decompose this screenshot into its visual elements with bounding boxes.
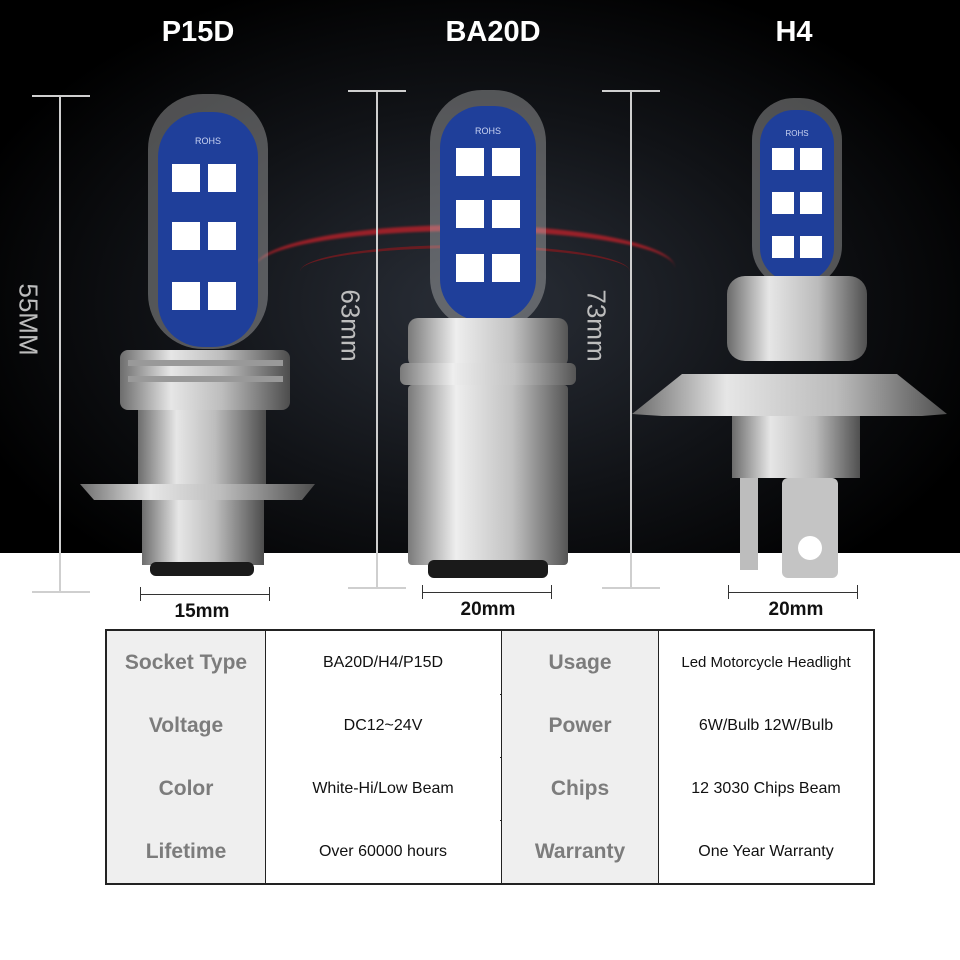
spec-value: Over 60000 hours [266,820,500,883]
spec-row: Voltage DC12~24V Power 6W/Bulb 12W/Bulb [107,694,873,758]
spec-value: BA20D/H4/P15D [266,631,500,694]
bulb-title-p15d: P15D [161,16,235,48]
width-tick-right-p15d [269,587,270,601]
column-divider [265,631,266,883]
spec-key: Lifetime [107,820,265,883]
height-line-bottom-ba20d [348,587,406,589]
spec-row: Color White-Hi/Low Beam Chips 12 3030 Ch… [107,757,873,821]
spec-value: 12 3030 Chips Beam [659,757,873,820]
height-label-ba20d: 63mm [335,289,366,362]
rohs-mark: ROHS [785,129,808,138]
ba20d-bulb-image: ROHS [400,90,576,578]
spec-value: One Year Warranty [659,820,873,883]
h4-bulb-image: ROHS [632,98,947,578]
spec-value: DC12~24V [266,694,500,757]
spec-key: Socket Type [107,631,265,694]
width-tick-right-h4 [857,585,858,599]
spec-key: Power [502,694,658,757]
height-line-top-p15d [32,95,90,97]
height-line-bottom-p15d [32,591,90,593]
width-tick-left-p15d [140,587,141,601]
column-divider [501,631,502,883]
spec-row: Lifetime Over 60000 hours Warranty One Y… [107,820,873,884]
height-label-p15d: 55MM [13,283,44,356]
spec-value: Led Motorcycle Headlight [659,631,873,694]
width-line-p15d [140,594,270,595]
spec-value: White-Hi/Low Beam [266,757,500,820]
spec-key: Usage [502,631,658,694]
width-label-ba20d: 20mm [460,599,516,620]
spec-row: Socket Type BA20D/H4/P15D Usage Led Moto… [107,631,873,695]
width-label-p15d: 15mm [174,601,230,622]
spec-value: 6W/Bulb 12W/Bulb [659,694,873,757]
rohs-mark: ROHS [475,126,501,136]
height-label-h4: 73mm [581,289,612,362]
bulb-title-ba20d: BA20D [445,16,541,48]
rohs-mark: ROHS [195,136,221,146]
width-line-h4 [728,592,858,593]
height-line-p15d [59,95,61,592]
spec-key: Color [107,757,265,820]
height-line-h4 [630,90,632,588]
bulb-title-h4: H4 [775,16,813,48]
spec-key: Warranty [502,820,658,883]
spec-table: Socket Type BA20D/H4/P15D Usage Led Moto… [105,629,875,885]
width-tick-left-h4 [728,585,729,599]
column-divider [658,631,659,883]
width-tick-right-ba20d [551,585,552,599]
height-line-ba20d [376,90,378,588]
p15d-bulb-image: ROHS [80,94,315,576]
width-label-h4: 20mm [768,599,824,620]
width-line-ba20d [422,592,552,593]
height-line-bottom-h4 [602,587,660,589]
spec-key: Voltage [107,694,265,757]
width-tick-left-ba20d [422,585,423,599]
spec-key: Chips [502,757,658,820]
